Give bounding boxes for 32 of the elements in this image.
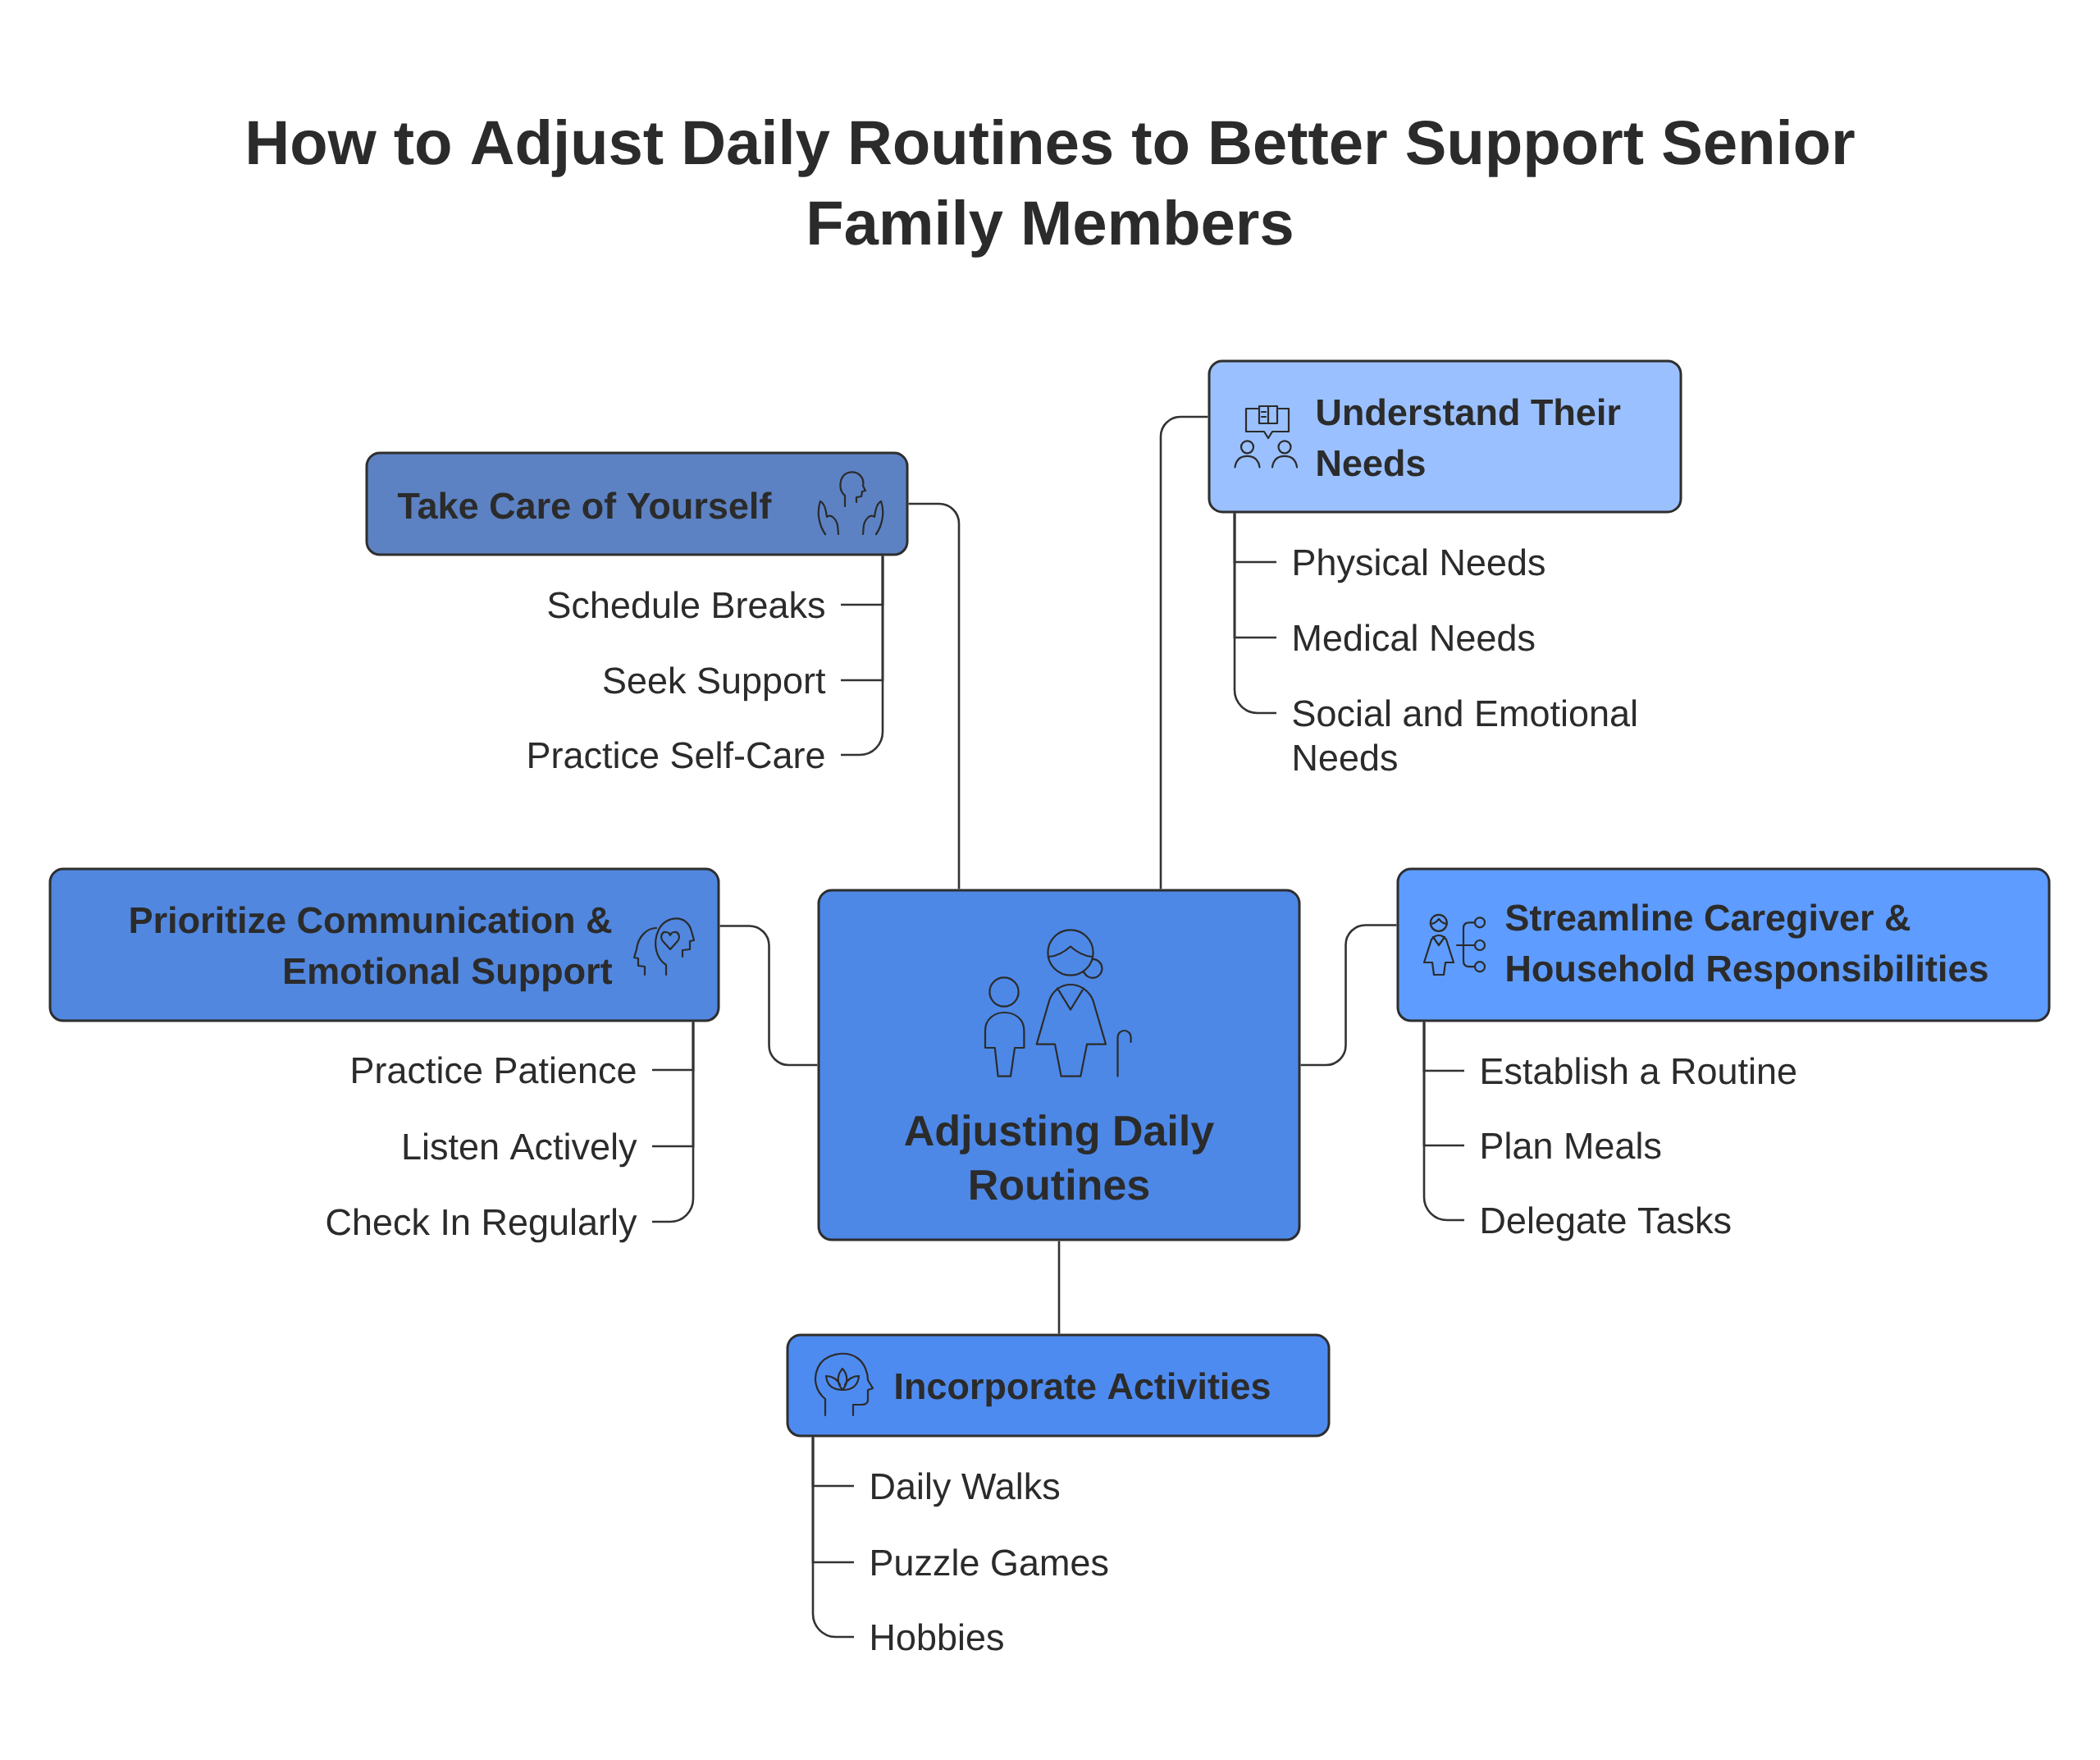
subtopic-label: Practice Self-Care — [529, 741, 824, 769]
subtopic-label: Puzzle Games — [872, 1548, 1108, 1576]
title: How to Adjust Daily Routines to Better Support Senior Family Members — [249, 118, 1855, 258]
topic-box: Prioritize Communication & Emotional Support — [48, 867, 720, 1022]
connector-line — [908, 502, 961, 889]
connector-line — [1300, 924, 1397, 1067]
subtopic-label: Medical Needs — [1294, 624, 1535, 651]
subtopic-label: Establish a Routine — [1482, 1057, 1796, 1085]
subtopic-label: Schedule Breaks — [548, 591, 824, 619]
connector-line — [719, 925, 818, 1067]
subtopic-label: Physical Needs — [1294, 548, 1545, 583]
topic-box: Understand Their Needs — [1208, 359, 1682, 514]
tree-line — [1422, 1022, 1464, 1222]
subtopic-label: Plan Meals — [1482, 1131, 1661, 1159]
subtopic-label: Delegate Tasks — [1482, 1206, 1731, 1241]
tree-line — [811, 1437, 854, 1639]
subtopic-label: Practice Patience — [353, 1056, 636, 1084]
tree-line — [841, 555, 884, 757]
tree-line — [1233, 513, 1276, 715]
connector-line — [1159, 415, 1208, 889]
subtopic-label: Listen Actively — [404, 1132, 637, 1168]
subtopic-label: Social and Emotional Needs — [1293, 699, 1637, 771]
subtopic-label: Check In Regularly — [326, 1208, 637, 1243]
tree-line — [652, 1022, 695, 1223]
subtopic-label: Seek Support — [603, 666, 826, 702]
topic-box: Incorporate Activities — [786, 1333, 1331, 1438]
connector-line — [1057, 1241, 1061, 1334]
central-box: Adjusting Daily Routines — [817, 889, 1301, 1241]
subtopic-label: Hobbies — [872, 1623, 1003, 1651]
topic-box: Streamline Caregiver & Household Responsibilities — [1396, 867, 2051, 1022]
topic-box: Take Care of Yourself — [365, 451, 909, 556]
subtopic-label: Daily Walks — [872, 1472, 1060, 1507]
